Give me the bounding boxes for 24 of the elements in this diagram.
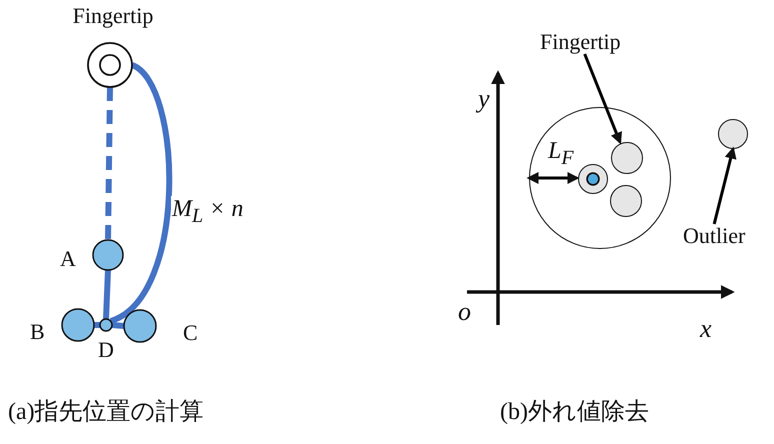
connector-line (94, 322, 100, 328)
data-point (718, 119, 748, 149)
data-point (611, 142, 643, 174)
arrow (526, 172, 580, 184)
callout-label: Fingertip (540, 30, 621, 54)
joint-label: D (98, 338, 114, 362)
fingertip-point (578, 164, 608, 194)
origin-label: o (458, 297, 471, 327)
caption: (a)指先位置の計算 (8, 398, 204, 426)
connector-line (112, 322, 124, 329)
connector-line (103, 270, 111, 320)
axis-label: y (478, 84, 490, 114)
axis-label: x (700, 314, 712, 344)
connector-line (105, 86, 113, 240)
arrow (583, 53, 622, 144)
callout-label: Outlier (683, 224, 746, 248)
caption: (b)外れ値除去 (500, 398, 649, 426)
joint-label: B (30, 320, 45, 344)
arrow (712, 146, 736, 224)
joint-label: Fingertip (72, 4, 154, 28)
joint-label: C (183, 321, 198, 345)
data-point (610, 185, 642, 217)
joint-label: A (60, 247, 76, 271)
connector-line (109, 62, 172, 324)
